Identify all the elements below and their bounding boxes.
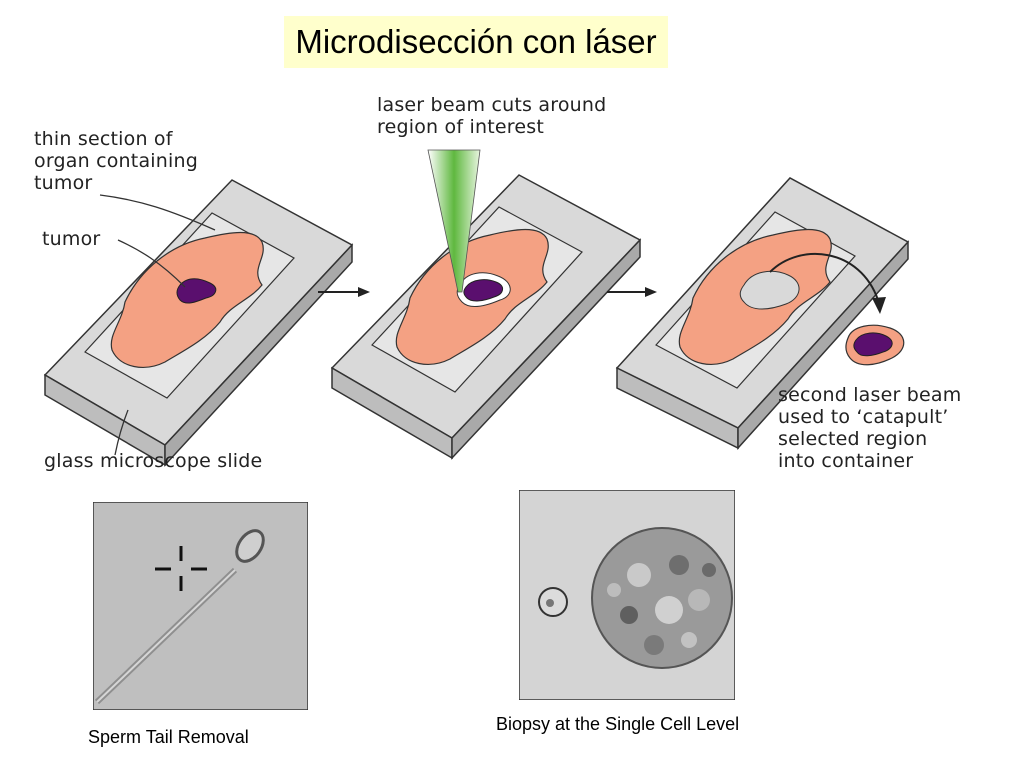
crosshair-icon	[155, 546, 207, 591]
slide-2-side	[451, 238, 641, 460]
tumor-2	[463, 279, 503, 302]
slide-2	[330, 174, 642, 460]
label-laser-cut: laser beam cuts around region of interes…	[377, 94, 607, 138]
label-thin-section: thin section of organ containing tumor	[34, 128, 198, 194]
caption-biopsy: Biopsy at the Single Cell Level	[496, 714, 740, 734]
sperm-tail-photo	[93, 502, 308, 710]
label-second-laser: second laser beam used to ‘catapult’ sel…	[778, 384, 962, 472]
label-glass-slide: glass microscope slide	[44, 450, 263, 472]
empty-region	[739, 270, 800, 310]
sperm-head	[235, 529, 265, 563]
caption-sperm: Sperm Tail Removal	[88, 727, 249, 747]
leader-line-thin-section	[99, 194, 216, 231]
leader-line-glass-slide	[114, 409, 129, 456]
page-title: Microdisección con láser	[295, 23, 657, 60]
laser-beam	[427, 149, 481, 293]
slide-3-side	[737, 240, 909, 450]
slide-1	[43, 179, 354, 467]
slide-1-side	[164, 243, 353, 467]
label-tumor: tumor	[42, 228, 101, 250]
title-box: Microdisección con láser	[284, 16, 668, 68]
catapult-arrowhead	[872, 297, 886, 314]
arrow-2	[607, 287, 657, 297]
cell-biopsy-photo	[519, 490, 735, 700]
leader-line-tumor	[117, 239, 186, 288]
catapulted-tumor	[853, 332, 893, 357]
slide-3	[615, 177, 910, 450]
laser-microdissection-diagram	[43, 149, 910, 467]
catapult-arrow	[769, 252, 879, 301]
tumor-1	[176, 278, 217, 304]
arrow-1	[318, 287, 370, 297]
